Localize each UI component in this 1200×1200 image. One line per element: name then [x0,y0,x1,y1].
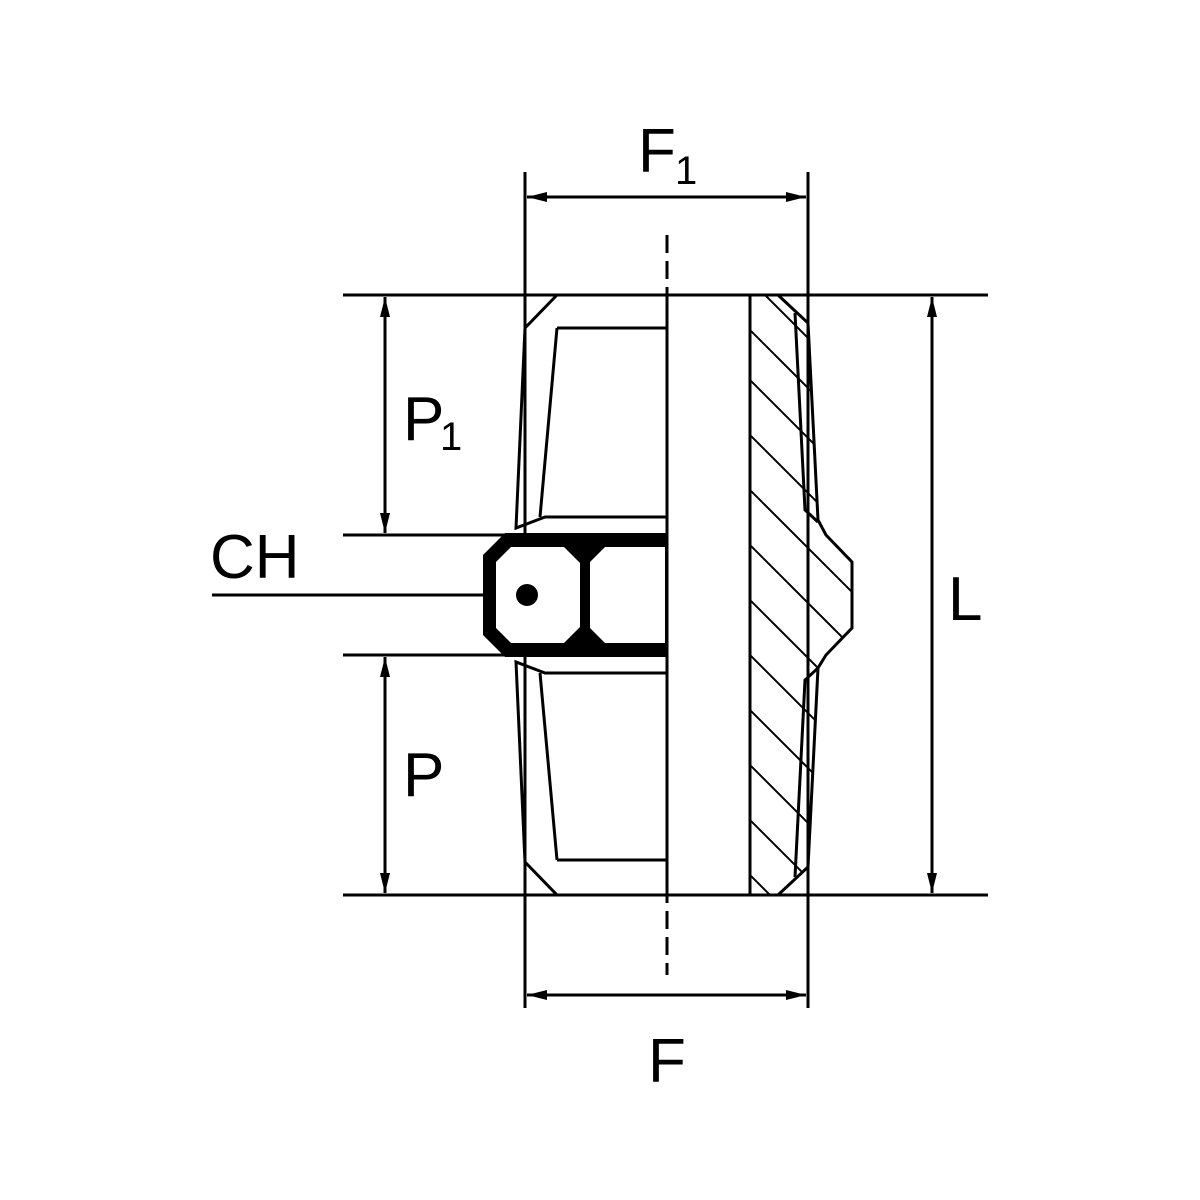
label-f1: F [638,117,676,186]
label-p: P [403,741,444,810]
fitting-section-view [665,293,854,897]
label-f1-subscript: 1 [675,149,697,193]
fitting-exterior-view [483,293,667,897]
label-p1: P [403,385,444,454]
label-f: F [648,1027,686,1096]
label-p1-subscript: 1 [440,415,462,459]
label-ch: CH [210,523,300,592]
dimension-arrows [380,192,937,1000]
center-point [516,584,538,606]
section-hatching [750,295,852,895]
label-l: L [948,565,982,634]
